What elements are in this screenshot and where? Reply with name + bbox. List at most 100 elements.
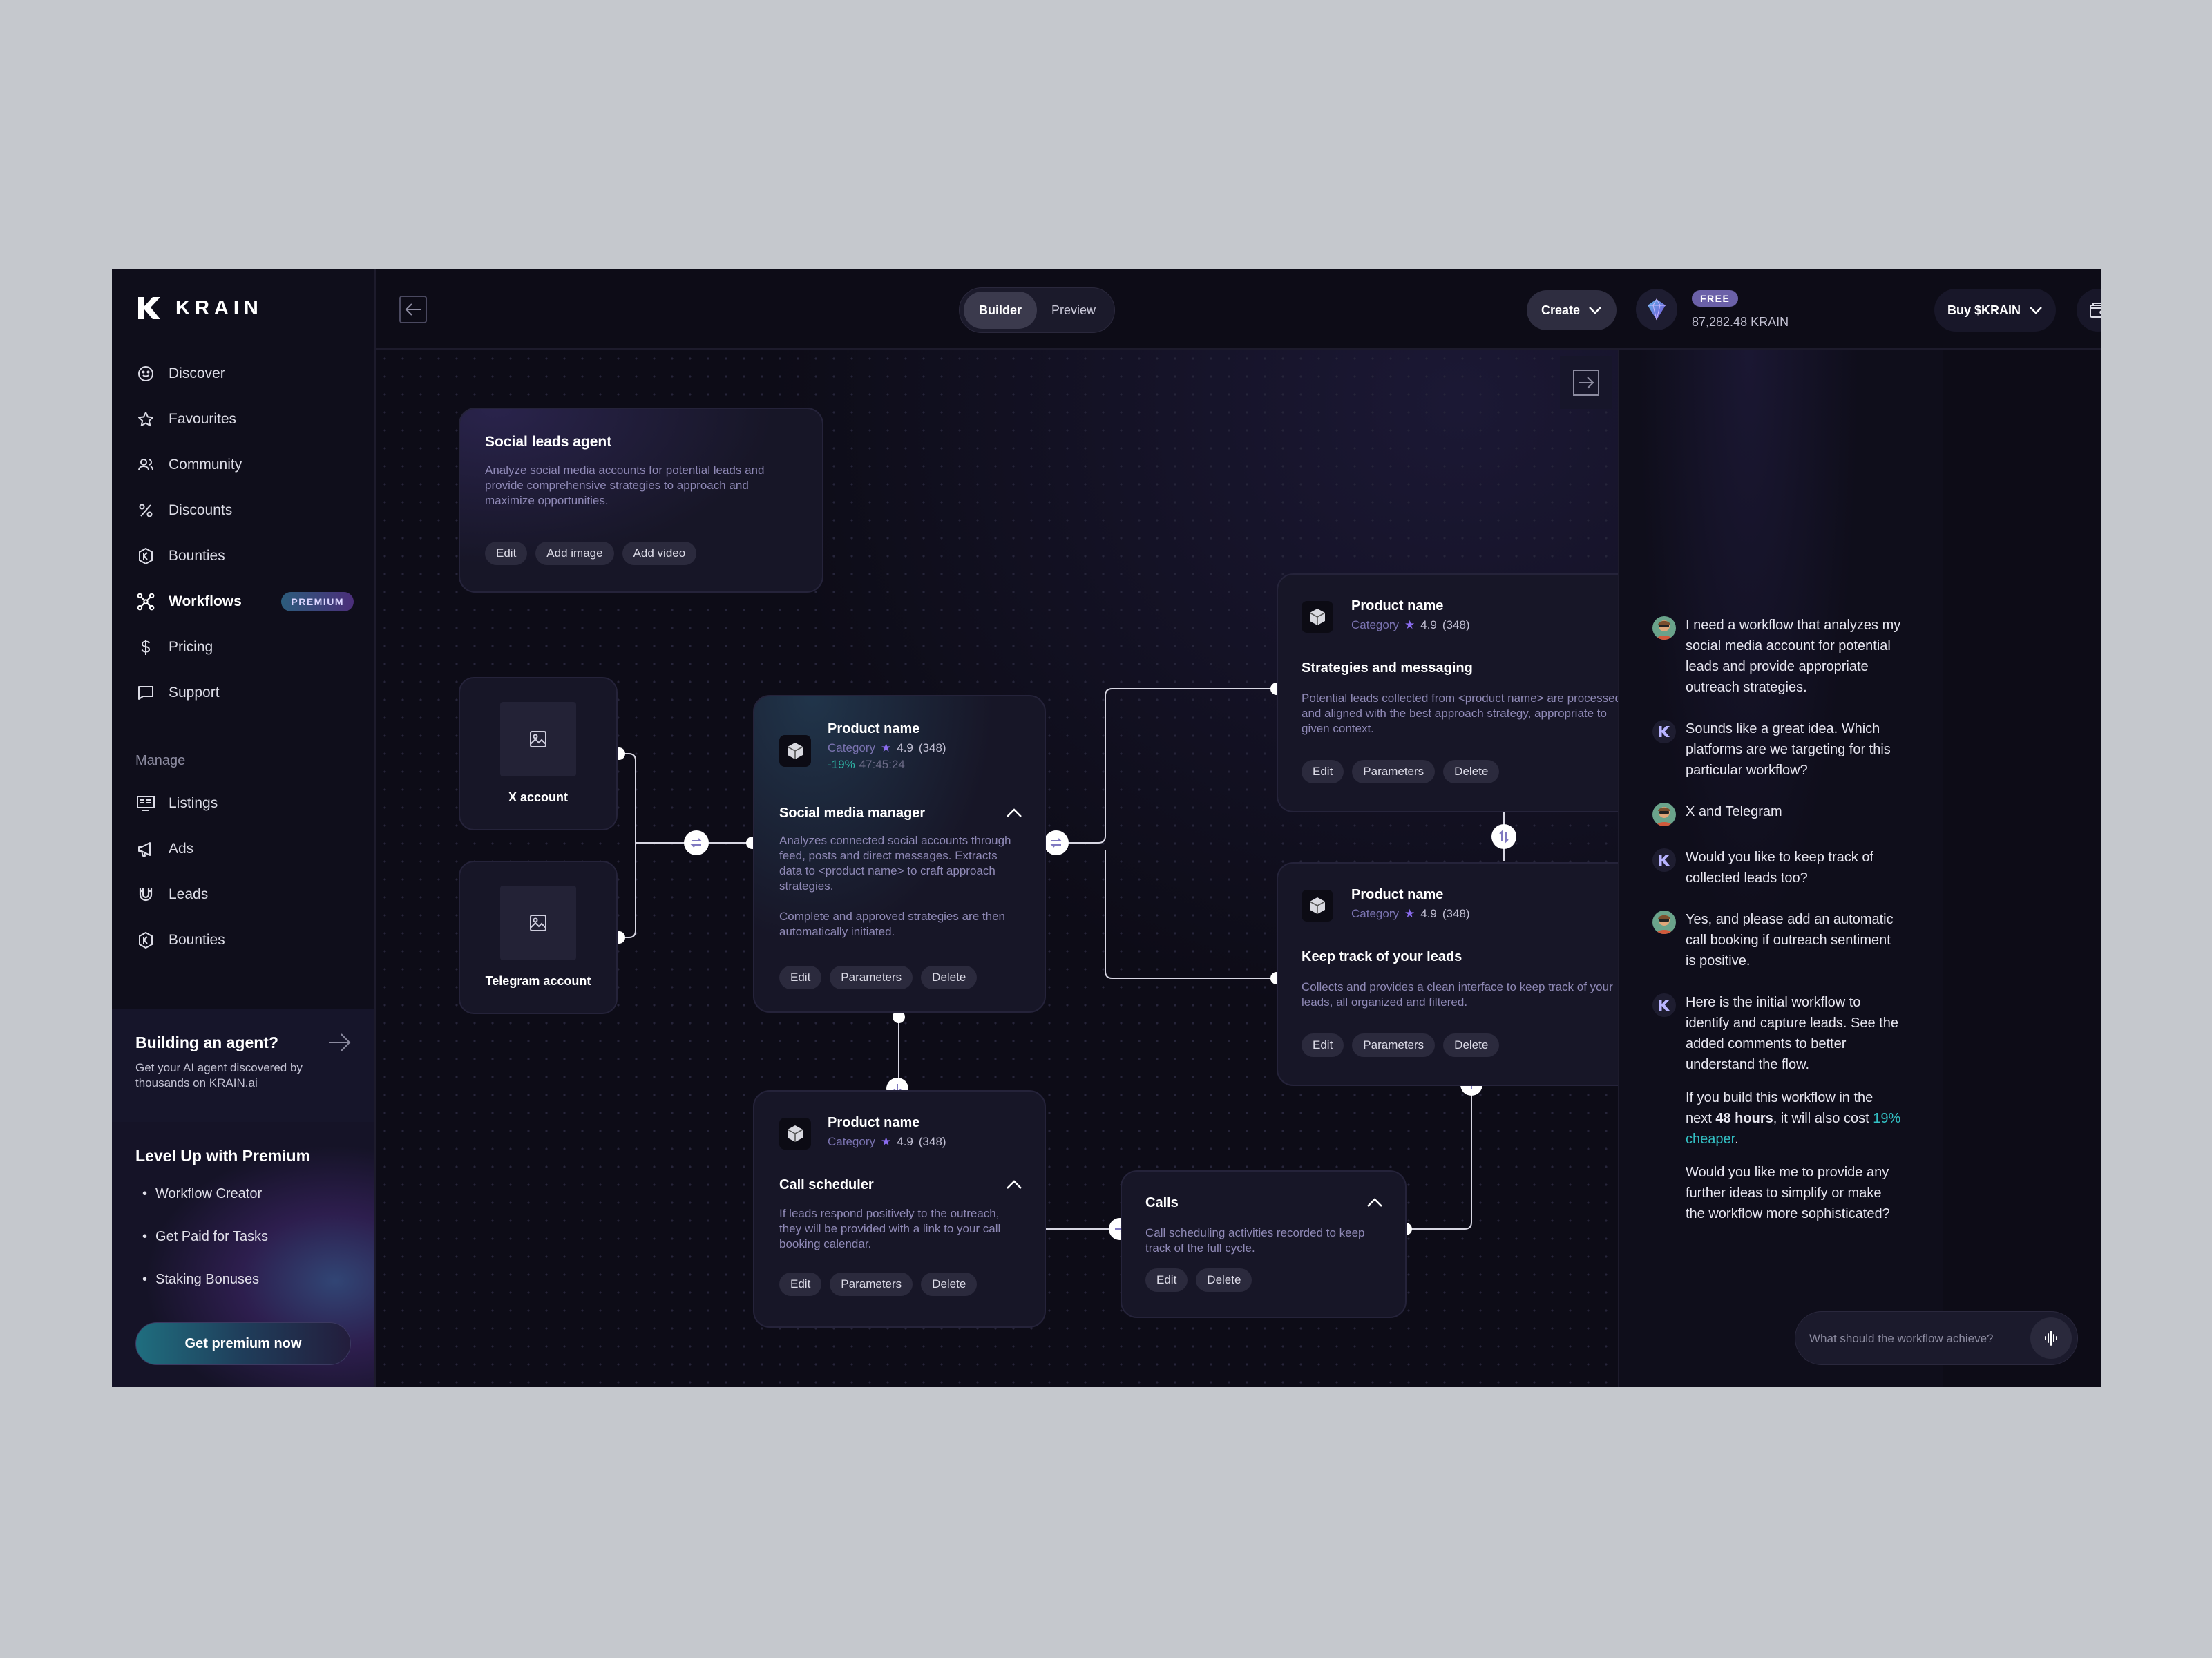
image-placeholder bbox=[500, 886, 576, 960]
node-title: Strategies and messaging bbox=[1302, 660, 1473, 676]
sidebar-item-bounties[interactable]: Bounties bbox=[135, 533, 354, 579]
add-video-button[interactable]: Add video bbox=[622, 542, 697, 565]
sidebar-item-bounties-manage[interactable]: Bounties bbox=[135, 917, 354, 963]
edit-button[interactable]: Edit bbox=[485, 542, 528, 565]
sidebar-item-favourites[interactable]: Favourites bbox=[135, 397, 354, 442]
social-media-manager-node[interactable]: Product name Category★4.9(348) -19%47:45… bbox=[753, 695, 1046, 1013]
connector-port[interactable] bbox=[893, 1011, 905, 1023]
product-name: Product name bbox=[828, 1115, 920, 1130]
brand-name: KRAIN bbox=[175, 296, 263, 319]
sidebar-item-leads[interactable]: Leads bbox=[135, 872, 354, 917]
collapse-panel-button[interactable] bbox=[1560, 356, 1612, 409]
sidebar-item-label: Pricing bbox=[169, 639, 213, 655]
edit-button[interactable]: Edit bbox=[1302, 1033, 1344, 1057]
call-scheduler-node[interactable]: Product name Category★4.9(348) Call sche… bbox=[753, 1090, 1046, 1328]
manage-nav: Listings Ads Leads Bounties bbox=[135, 781, 354, 963]
logo[interactable]: KRAIN bbox=[135, 294, 263, 322]
sidebar: KRAIN Discover Favourites Community Disc… bbox=[112, 269, 376, 1387]
mode-toggle: Builder Preview bbox=[959, 287, 1115, 333]
premium-title: Level Up with Premium bbox=[135, 1147, 311, 1165]
calls-node[interactable]: Calls Call scheduling activities recorde… bbox=[1121, 1170, 1407, 1318]
node-actions: Edit Parameters Delete bbox=[1302, 1033, 1500, 1057]
add-image-button[interactable]: Add image bbox=[535, 542, 614, 565]
voice-input-button[interactable] bbox=[2030, 1317, 2072, 1359]
promo-title: Building an agent? bbox=[135, 1033, 278, 1051]
message-offer: If you build this workflow in the next 4… bbox=[1686, 1087, 1901, 1150]
cube-icon bbox=[787, 743, 803, 759]
buy-krain-button[interactable]: Buy $KRAIN bbox=[1934, 289, 2056, 332]
chat-input[interactable] bbox=[1809, 1327, 2030, 1351]
product-image bbox=[779, 1118, 811, 1150]
agent-card[interactable]: Social leads agent Analyze social media … bbox=[459, 408, 823, 593]
delete-button[interactable]: Delete bbox=[921, 1273, 978, 1296]
product-name: Product name bbox=[1351, 598, 1444, 613]
sidebar-item-pricing[interactable]: Pricing bbox=[135, 625, 354, 670]
sidebar-item-support[interactable]: Support bbox=[135, 670, 354, 716]
swap-connector-button[interactable] bbox=[684, 830, 709, 855]
get-premium-button[interactable]: Get premium now bbox=[135, 1322, 351, 1365]
swap-connector-button[interactable] bbox=[1044, 830, 1069, 855]
delete-button[interactable]: Delete bbox=[1196, 1268, 1252, 1292]
parameters-button[interactable]: Parameters bbox=[1352, 760, 1436, 783]
sidebar-item-discounts[interactable]: Discounts bbox=[135, 488, 354, 533]
message-text: Would you like to keep track of collecte… bbox=[1686, 850, 1873, 886]
sidebar-item-community[interactable]: Community bbox=[135, 442, 354, 488]
edit-button[interactable]: Edit bbox=[1302, 760, 1344, 783]
product-category: Category bbox=[828, 1135, 875, 1148]
sidebar-item-discover[interactable]: Discover bbox=[135, 351, 354, 397]
parameters-button[interactable]: Parameters bbox=[830, 966, 913, 989]
message-text: Sounds like a great idea. Which platform… bbox=[1686, 721, 1891, 778]
delete-button[interactable]: Delete bbox=[1443, 760, 1500, 783]
chat-messages: I need a workflow that analyzes my socia… bbox=[1652, 615, 1901, 1245]
chevron-up-icon[interactable] bbox=[1366, 1198, 1383, 1208]
building-agent-promo[interactable]: Building an agent? Get your AI agent dis… bbox=[112, 1009, 374, 1122]
wallet-button[interactable] bbox=[2077, 289, 2101, 332]
message-text: Here is the initial workflow to identify… bbox=[1686, 995, 1898, 1072]
swap-vertical-button[interactable] bbox=[1491, 824, 1516, 849]
chat-message-user: I need a workflow that analyzes my socia… bbox=[1652, 615, 1901, 698]
image-placeholder bbox=[500, 702, 576, 776]
back-button[interactable] bbox=[399, 296, 427, 323]
chevron-up-icon[interactable] bbox=[1006, 808, 1022, 818]
swap-vertical-icon bbox=[1499, 830, 1509, 844]
arrow-right-icon[interactable] bbox=[327, 1032, 351, 1053]
delete-button[interactable]: Delete bbox=[921, 966, 978, 989]
premium-feature: Get Paid for Tasks bbox=[135, 1229, 351, 1272]
delete-button[interactable]: Delete bbox=[1443, 1033, 1500, 1057]
user-avatar-icon bbox=[1652, 616, 1676, 640]
star-icon: ★ bbox=[880, 1135, 892, 1148]
cube-icon bbox=[787, 1125, 803, 1142]
strategies-node[interactable]: Product name Category★4.9(348) Strategie… bbox=[1277, 573, 1658, 812]
listings-icon bbox=[135, 793, 156, 814]
sidebar-item-ads[interactable]: Ads bbox=[135, 826, 354, 872]
chevron-up-icon[interactable] bbox=[1006, 1180, 1022, 1190]
buy-label: Buy $KRAIN bbox=[1947, 303, 2021, 317]
edit-button[interactable]: Edit bbox=[1145, 1268, 1188, 1292]
promo-subtitle: Get your AI agent discovered by thousand… bbox=[135, 1061, 303, 1089]
tab-builder[interactable]: Builder bbox=[964, 292, 1037, 329]
product-meta: Category★4.9(348) bbox=[1351, 907, 1470, 921]
sidebar-item-listings[interactable]: Listings bbox=[135, 781, 354, 826]
edit-button[interactable]: Edit bbox=[779, 966, 822, 989]
product-meta: Category★4.9(348) bbox=[828, 1135, 946, 1149]
parameters-button[interactable]: Parameters bbox=[1352, 1033, 1436, 1057]
star-icon: ★ bbox=[880, 741, 892, 754]
product-name: Product name bbox=[1351, 887, 1444, 902]
x-account-node[interactable]: X account bbox=[459, 677, 618, 830]
krain-badge-icon bbox=[135, 930, 156, 951]
telegram-account-node[interactable]: Telegram account bbox=[459, 861, 618, 1014]
swap-icon bbox=[690, 838, 703, 848]
main-nav: Discover Favourites Community Discounts … bbox=[135, 351, 354, 716]
product-image bbox=[1302, 890, 1333, 922]
track-leads-node[interactable]: Product name Category★4.9(348) Keep trac… bbox=[1277, 862, 1658, 1086]
tab-preview[interactable]: Preview bbox=[1051, 303, 1096, 317]
chevron-down-icon bbox=[1589, 307, 1601, 314]
parameters-button[interactable]: Parameters bbox=[830, 1273, 913, 1296]
arrow-left-icon bbox=[405, 303, 421, 316]
edit-button[interactable]: Edit bbox=[779, 1273, 822, 1296]
sidebar-item-workflows[interactable]: Workflows PREMIUM bbox=[135, 579, 354, 625]
smile-icon bbox=[135, 363, 156, 384]
sidebar-item-label: Support bbox=[169, 685, 220, 701]
node-actions: Edit Parameters Delete bbox=[1302, 760, 1500, 783]
create-button[interactable]: Create bbox=[1527, 290, 1617, 330]
